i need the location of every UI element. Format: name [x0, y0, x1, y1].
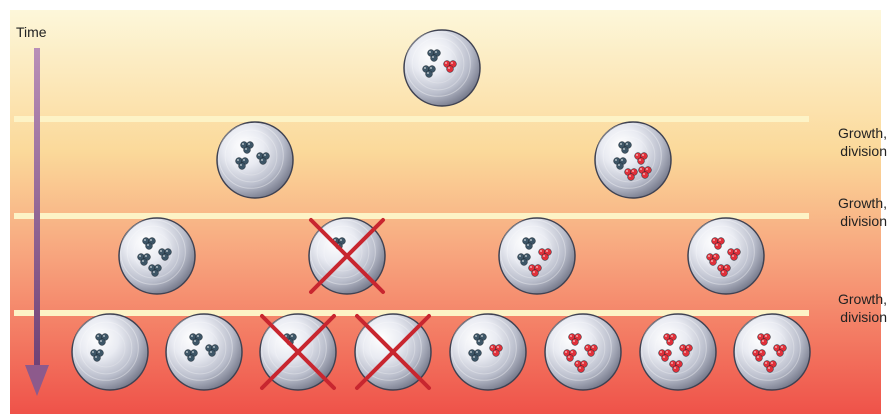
stage-separator	[14, 213, 809, 219]
red-cluster	[773, 344, 787, 357]
cell	[449, 313, 527, 391]
cell	[544, 313, 622, 391]
red-cluster	[624, 168, 638, 181]
red-cluster	[706, 253, 720, 266]
dark-cluster	[205, 344, 219, 357]
red-cluster	[634, 152, 648, 165]
cell	[733, 313, 811, 391]
stage-separator	[14, 310, 809, 316]
cell	[354, 313, 432, 391]
dark-cluster	[95, 333, 109, 346]
dark-cluster	[427, 49, 441, 62]
dark-cluster	[618, 141, 632, 154]
red-cluster	[679, 344, 693, 357]
red-cluster	[574, 360, 588, 373]
cell	[403, 29, 481, 107]
stage-separator	[14, 116, 809, 122]
cell	[594, 121, 672, 199]
cell	[259, 313, 337, 391]
time-arrow	[25, 48, 49, 396]
red-cluster	[638, 166, 652, 179]
red-cluster	[443, 60, 457, 73]
red-cluster	[538, 248, 552, 261]
red-cluster	[711, 237, 725, 250]
red-cluster	[568, 333, 582, 346]
dark-cluster	[158, 248, 172, 261]
red-cluster	[669, 360, 683, 373]
stage-label-2: Growth,division	[837, 195, 887, 229]
dark-cluster	[90, 349, 104, 362]
dark-cluster	[517, 253, 531, 266]
red-cluster	[658, 349, 672, 362]
elimination-cross	[309, 218, 385, 294]
red-cluster	[763, 360, 777, 373]
elimination-cross	[260, 314, 336, 390]
dark-cluster	[422, 65, 436, 78]
red-cluster	[663, 333, 677, 346]
red-cluster	[528, 264, 542, 277]
stage-label-3: Growth,division	[837, 291, 887, 325]
dark-cluster	[613, 157, 627, 170]
dark-cluster	[184, 349, 198, 362]
cell	[118, 217, 196, 295]
cell	[498, 217, 576, 295]
dark-cluster	[473, 333, 487, 346]
cell	[639, 313, 717, 391]
cell	[216, 121, 294, 199]
red-cluster	[489, 344, 503, 357]
dark-cluster	[142, 237, 156, 250]
cell	[308, 217, 386, 295]
cell	[165, 313, 243, 391]
red-cluster	[717, 264, 731, 277]
time-label: Time	[16, 24, 47, 40]
dark-cluster	[137, 253, 151, 266]
dark-cluster	[256, 152, 270, 165]
red-cluster	[757, 333, 771, 346]
red-cluster	[563, 349, 577, 362]
dark-cluster	[235, 157, 249, 170]
elimination-cross	[355, 314, 431, 390]
red-cluster	[584, 344, 598, 357]
stage-label-1: Growth,division	[837, 125, 887, 159]
dark-cluster	[189, 333, 203, 346]
dark-cluster	[468, 349, 482, 362]
dark-cluster	[240, 141, 254, 154]
red-cluster	[727, 248, 741, 261]
red-cluster	[752, 349, 766, 362]
dark-cluster	[522, 237, 536, 250]
cell	[687, 217, 765, 295]
cell	[71, 313, 149, 391]
dark-cluster	[148, 264, 162, 277]
